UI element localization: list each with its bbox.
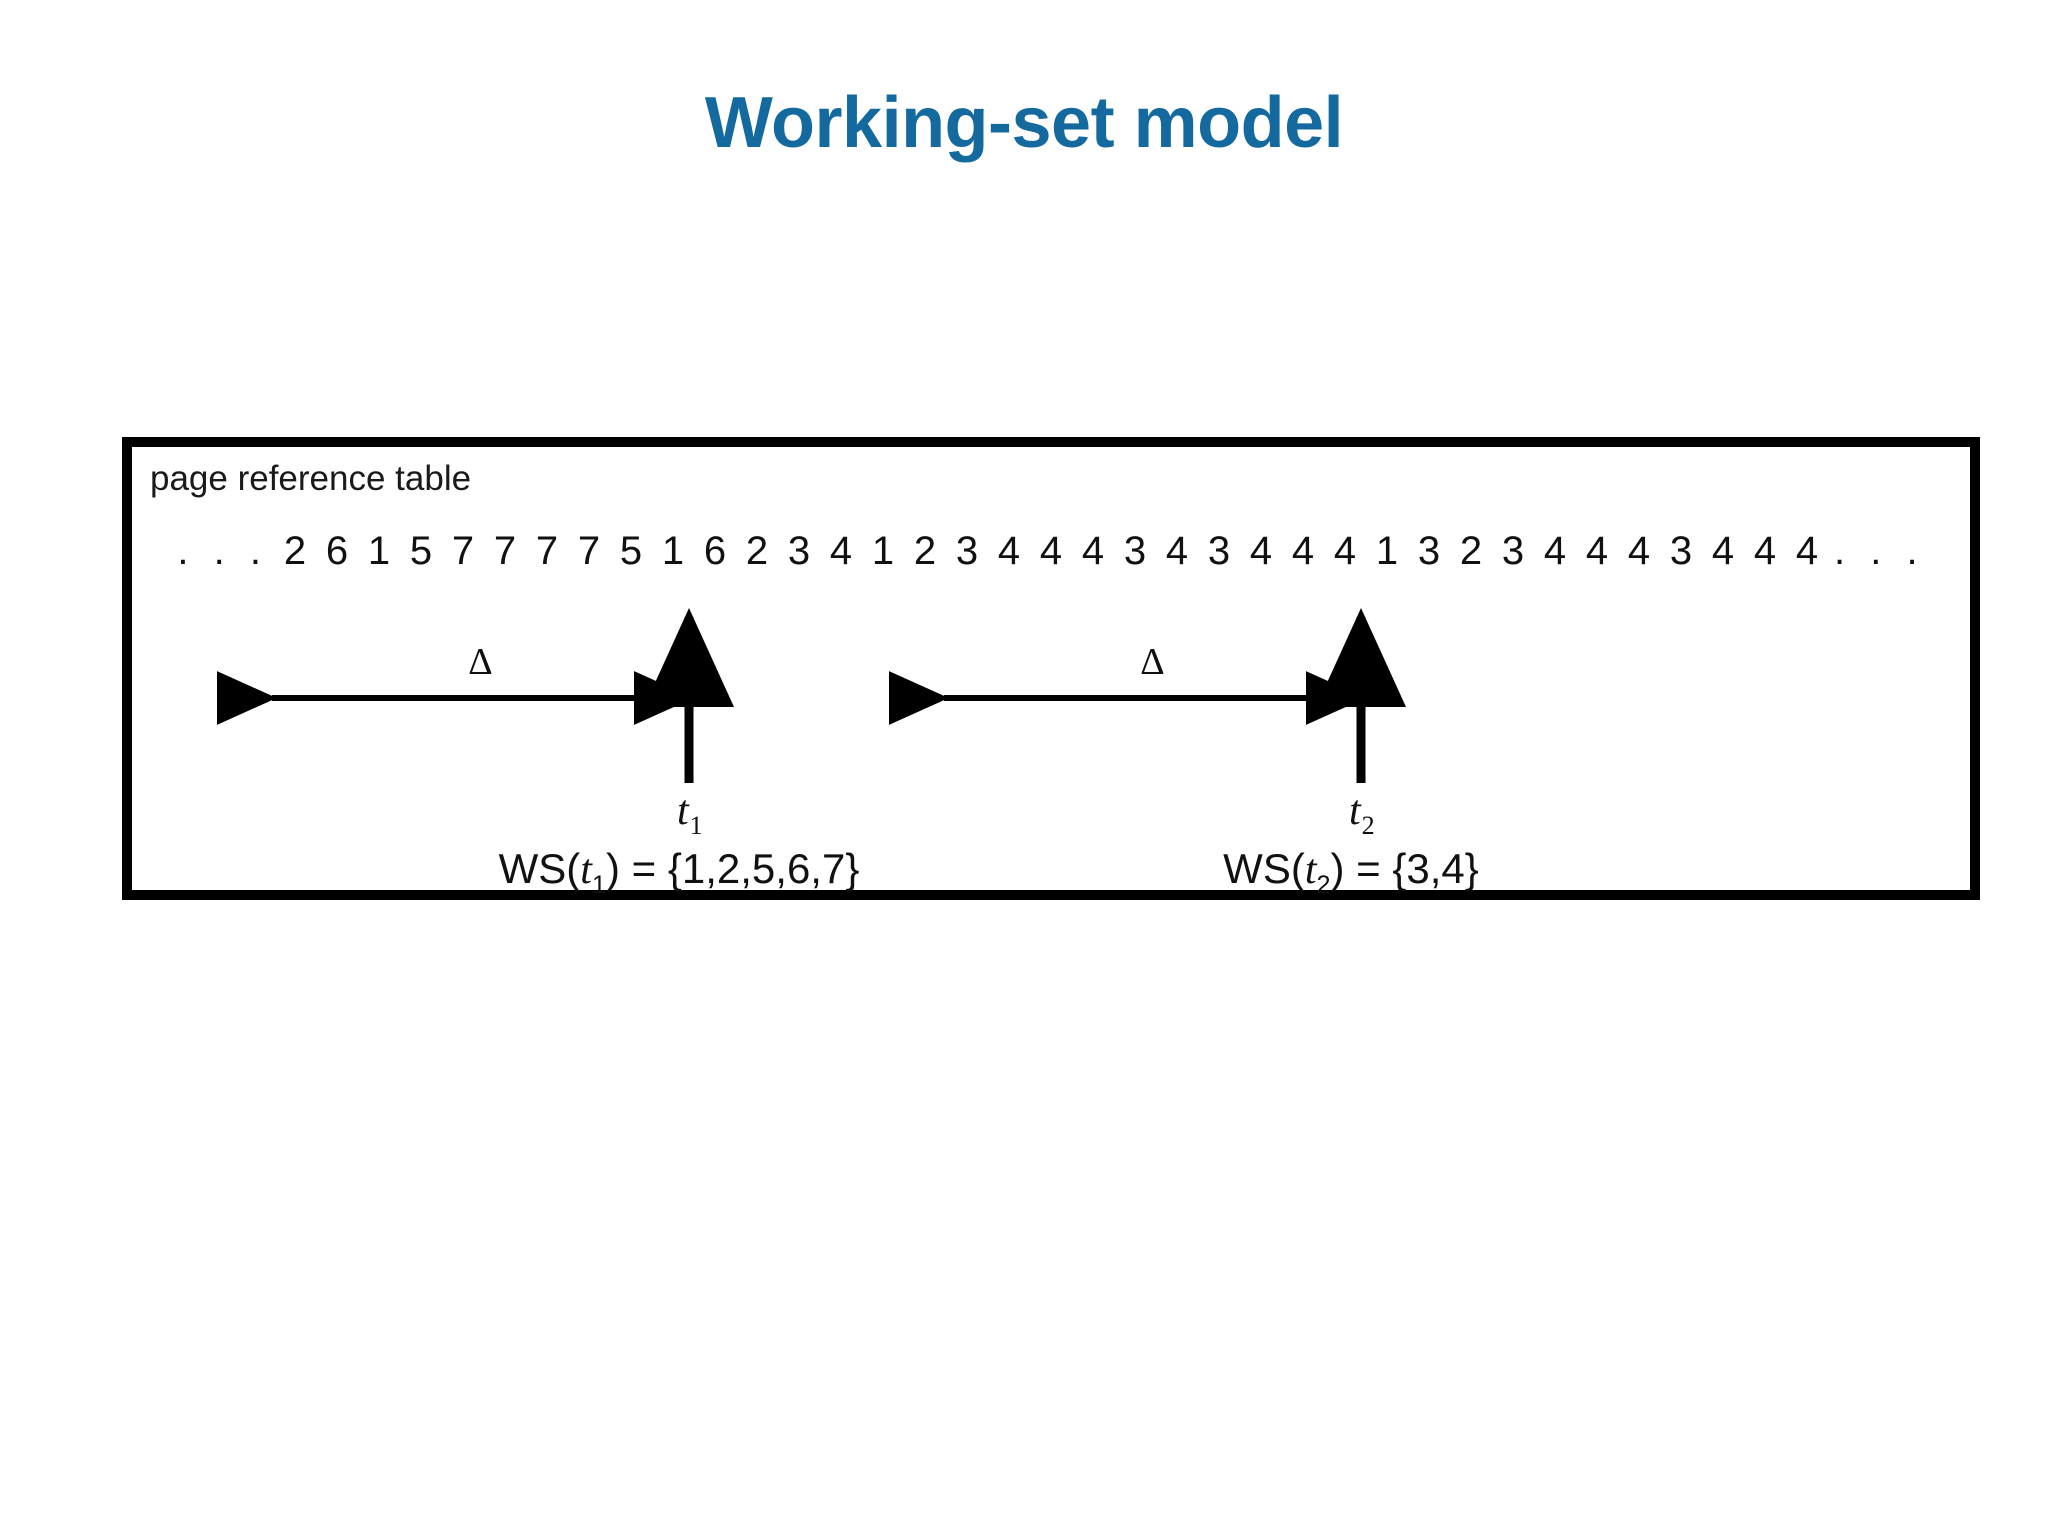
reference-digit: 4: [1627, 529, 1651, 573]
ws-prefix-1: WS(: [498, 845, 581, 892]
reference-digit: 4: [1081, 529, 1105, 573]
reference-digit: 6: [325, 529, 349, 573]
ws-middle-2: ) = {: [1330, 845, 1407, 892]
ws-suffix-1: }: [845, 845, 860, 892]
reference-digit: 4: [1585, 529, 1609, 573]
reference-digit: 5: [619, 529, 643, 573]
reference-digit: 1: [871, 529, 895, 573]
reference-digit: 4: [1711, 529, 1735, 573]
reference-digit: 3: [1123, 529, 1147, 573]
reference-digit: 2: [283, 529, 307, 573]
markers-layer: Δ Δ t1 t2 WS(t1) = {1,2,5,6,7} WS(t2) = …: [132, 447, 1970, 899]
working-set-equation-t2: WS(t2) = {3,4}: [1223, 845, 1479, 900]
delta-label-t2: Δ: [1140, 641, 1165, 683]
reference-digit: 4: [1795, 529, 1819, 573]
reference-digit: 4: [1165, 529, 1189, 573]
reference-digit: 2: [913, 529, 937, 573]
reference-digit: 7: [535, 529, 559, 573]
page-title: Working-set model: [704, 83, 1344, 163]
reference-digit: 4: [1039, 529, 1063, 573]
figure-caption: page reference table: [150, 459, 472, 498]
reference-digit: 2: [745, 529, 769, 573]
reference-digit: 3: [1417, 529, 1441, 573]
ws-set-1: 1,2,5,6,7: [681, 845, 846, 892]
working-set-equation-t1: WS(t1) = {1,2,5,6,7}: [499, 845, 860, 900]
reference-digit: 4: [1753, 529, 1777, 573]
reference-digit: 7: [451, 529, 475, 573]
reference-digit: 1: [367, 529, 391, 573]
reference-digit: 3: [955, 529, 979, 573]
reference-digit: 3: [1207, 529, 1231, 573]
time-label-t1-var: t: [677, 788, 689, 834]
reference-digit: 3: [1501, 529, 1525, 573]
leading-ellipsis: . . .: [177, 529, 268, 573]
ws-var-2: t: [1304, 847, 1317, 893]
ws-prefix-2: WS(: [1223, 845, 1305, 892]
ws-middle-1: ) = {: [605, 845, 682, 892]
ws-var-1: t: [580, 847, 592, 893]
time-label-t2-sub: 2: [1361, 810, 1375, 840]
time-label-t2: t2: [1349, 787, 1375, 841]
reference-digit: 4: [1543, 529, 1567, 573]
delta-label-t1: Δ: [468, 641, 493, 683]
ws-suffix-2: }: [1464, 845, 1479, 892]
reference-digit: 3: [787, 529, 811, 573]
reference-digit: 4: [1249, 529, 1273, 573]
trailing-ellipsis: . . .: [1834, 529, 1925, 573]
time-label-t1-sub: 1: [689, 810, 703, 840]
reference-digit: 4: [1333, 529, 1357, 573]
time-label-t1: t1: [677, 787, 703, 841]
ws-set-2: 3,4: [1406, 845, 1465, 892]
reference-digit: 7: [577, 529, 601, 573]
reference-digit: 6: [703, 529, 727, 573]
markers-svg: [216, 608, 1406, 783]
ws-sub-2: 2: [1316, 871, 1331, 900]
ws-sub-1: 1: [591, 871, 606, 900]
reference-digit: 4: [997, 529, 1021, 573]
reference-digit: 1: [1375, 529, 1399, 573]
reference-digit: 1: [661, 529, 685, 573]
reference-digit: 2: [1459, 529, 1483, 573]
time-label-t2-var: t: [1349, 788, 1361, 834]
reference-digit: 7: [493, 529, 517, 573]
reference-digit: 4: [1291, 529, 1315, 573]
reference-digit: 3: [1669, 529, 1693, 573]
reference-digit: 5: [409, 529, 433, 573]
reference-digit: 4: [829, 529, 853, 573]
